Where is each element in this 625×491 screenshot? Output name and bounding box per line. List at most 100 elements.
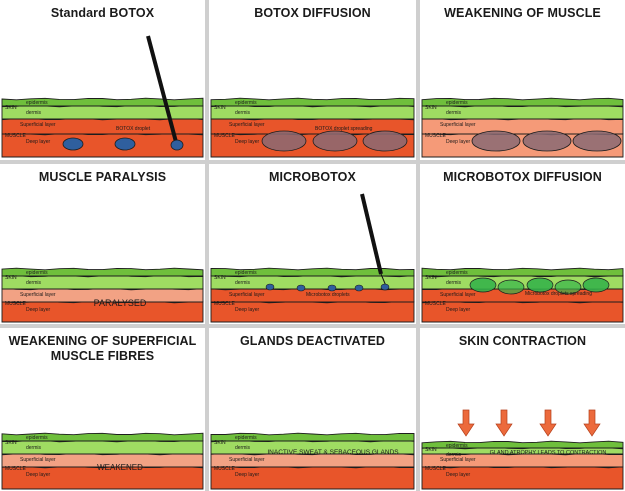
annotation-label: Microbotox droplets <box>306 292 350 298</box>
microbotox-droplet <box>327 284 337 292</box>
muscle-label: MUSCLE <box>425 466 447 472</box>
epidermis-label: epidermis <box>26 100 48 106</box>
microbotox-diffusion <box>554 279 582 295</box>
botox-droplet <box>114 137 136 151</box>
superficial-label: Superficial layer <box>20 122 56 128</box>
epidermis-label: epidermis <box>26 435 48 441</box>
overlay-label: GLAND ATROPHY LEADS TO CONTRACTION <box>490 450 607 456</box>
dermis-label: dermis <box>235 445 251 451</box>
epidermis-layer <box>421 97 624 107</box>
muscle-label: MUSCLE <box>425 133 447 139</box>
superficial-label: Superficial layer <box>20 457 56 463</box>
skin-label: SKIN <box>214 440 226 446</box>
microbotox-droplet <box>296 284 306 292</box>
deep-label: Deep layer <box>26 472 51 478</box>
annotation-label: BOTOX droplet <box>116 126 151 132</box>
deep-label: Deep layer <box>446 472 471 478</box>
skin-label: SKIN <box>425 447 437 453</box>
muscle-label: MUSCLE <box>214 301 236 307</box>
deep-label: Deep layer <box>446 139 471 145</box>
superficial-label: Superficial layer <box>440 122 476 128</box>
diffusion-cloud <box>471 130 521 152</box>
muscle-label: MUSCLE <box>5 301 27 307</box>
muscle-label: MUSCLE <box>5 133 27 139</box>
epidermis-label: epidermis <box>235 270 257 276</box>
epidermis-layer <box>210 432 415 442</box>
microbotox-diffusion <box>526 277 554 293</box>
skin-label: SKIN <box>425 105 437 111</box>
diffusion-cloud <box>362 130 408 152</box>
epidermis-label: epidermis <box>235 100 257 106</box>
epidermis-layer <box>210 267 415 277</box>
overlay-label: WEAKENED <box>97 463 143 472</box>
deep-label: Deep layer <box>235 139 260 145</box>
epidermis-layer <box>421 267 624 277</box>
skin-label: SKIN <box>425 275 437 281</box>
down-arrow-icon <box>457 409 475 437</box>
annotation-label: BOTOX droplet spreading <box>315 126 373 132</box>
dermis-label: dermis <box>235 280 251 286</box>
deep-label: Deep layer <box>235 307 260 313</box>
microbotox-diffusion <box>582 277 610 293</box>
diffusion-cloud <box>522 130 572 152</box>
deep-label: Deep layer <box>26 139 51 145</box>
dermis-label: dermis <box>235 110 251 116</box>
superficial-label: Superficial layer <box>440 457 476 463</box>
deep-label: Deep layer <box>446 307 471 313</box>
needle <box>146 35 178 143</box>
down-arrow-icon <box>539 409 557 437</box>
microbotox-droplet <box>265 283 275 291</box>
epidermis-layer <box>1 267 204 277</box>
diffusion-cloud <box>312 130 358 152</box>
down-arrow-icon <box>495 409 513 437</box>
needle <box>360 193 383 275</box>
muscle-label: MUSCLE <box>214 466 236 472</box>
superficial-label: Superficial layer <box>229 122 265 128</box>
superficial-label: Superficial layer <box>229 292 265 298</box>
microbotox-diffusion <box>497 279 525 295</box>
dermis-label: dermis <box>446 110 462 116</box>
epidermis-layer <box>421 440 624 449</box>
epidermis-layer <box>1 97 204 107</box>
microbotox-droplet <box>354 284 364 292</box>
superficial-label: Superficial layer <box>20 292 56 298</box>
panel-weakening-superficial-fibres: WEAKENING OF SUPERFICIAL MUSCLE FIBRES e… <box>0 328 205 491</box>
contraction-arrows <box>457 409 601 437</box>
epidermis-layer <box>210 97 415 107</box>
deep-label: Deep layer <box>26 307 51 313</box>
deep-label: Deep layer <box>235 472 260 478</box>
dermis-label: dermis <box>26 110 42 116</box>
epidermis-layer <box>1 432 204 442</box>
panel-title: SKIN CONTRACTION <box>458 334 587 348</box>
microbotox-diffusion <box>469 277 497 293</box>
epidermis-label: epidermis <box>26 270 48 276</box>
down-arrow-icon <box>583 409 601 437</box>
dermis-label: dermis <box>446 452 462 458</box>
dermis-label: dermis <box>26 445 42 451</box>
panel-title: Standard BOTOX <box>50 6 155 20</box>
muscle-label: MUSCLE <box>5 466 27 472</box>
diffusion-cloud <box>572 130 622 152</box>
skin-label: SKIN <box>5 275 17 281</box>
skin-label: SKIN <box>5 105 17 111</box>
muscle-label: MUSCLE <box>425 301 447 307</box>
